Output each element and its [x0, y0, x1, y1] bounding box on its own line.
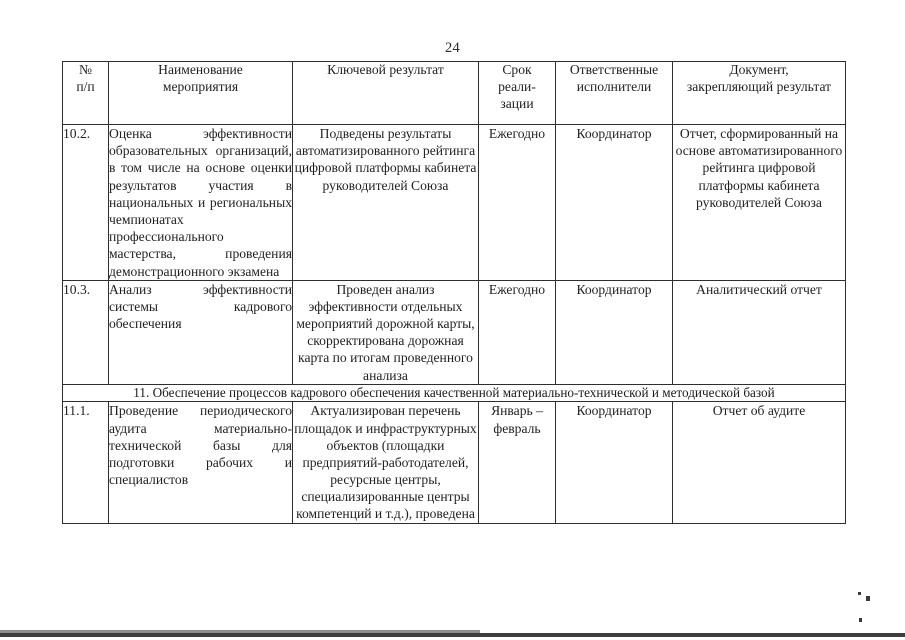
column-header-number-line1: № [79, 62, 92, 77]
column-header-key-result: Ключевой результат [292, 61, 479, 125]
row-event: Проведение периодического аудита материа… [108, 401, 293, 524]
scan-artifact [859, 618, 862, 622]
section-title: 11. Обеспечение процессов кадрового обес… [62, 383, 846, 403]
column-header-number: № п/п [62, 61, 109, 125]
page-number: 24 [444, 40, 461, 56]
row-number: 10.3. [62, 279, 109, 385]
row-document: Отчет, сформированный на основе автомати… [672, 124, 846, 281]
column-header-executors-line1: Ответственные [569, 62, 659, 77]
column-header-executors-line2: исполнители [576, 78, 652, 94]
column-header-document-line1: Документ, [729, 62, 789, 77]
column-header-document-line2: закрепляющий результат [686, 78, 832, 94]
table-header-row: № п/п Наименование мероприятия Ключевой … [62, 61, 846, 125]
column-header-key-result-line1: Ключевой результат [327, 62, 444, 77]
column-header-term-line2: реали- [498, 78, 536, 94]
row-term: Ежегодно [478, 124, 556, 281]
scan-edge [0, 633, 905, 637]
row-executor: Координатор [555, 279, 673, 385]
row-event: Оценка эффективности образовательных орг… [108, 124, 293, 281]
column-header-document: Документ, закрепляющий результат [672, 61, 846, 125]
column-header-event-line1: Наименование [158, 62, 243, 77]
row-key-result: Проведен анализ эффективности отдельных … [292, 279, 479, 385]
row-term: Ежегодно [478, 279, 556, 385]
scan-artifact [858, 592, 861, 595]
column-header-number-line2: п/п [76, 78, 95, 94]
scan-artifact [866, 596, 870, 601]
table-row: 10.3. Анализ эффективности системы кадро… [62, 279, 846, 385]
row-executor: Координатор [555, 124, 673, 281]
column-header-term-line1: Срок [502, 62, 532, 77]
row-number: 10.2. [62, 124, 109, 281]
column-header-event-line2: мероприятия [162, 78, 239, 94]
row-document: Отчет об аудите [672, 401, 846, 524]
row-number: 11.1. [62, 401, 109, 524]
column-header-executors: Ответственные исполнители [555, 61, 673, 125]
row-key-result: Подведены результаты автоматизированного… [292, 124, 479, 281]
roadmap-table: № п/п Наименование мероприятия Ключевой … [62, 61, 846, 524]
row-key-result: Актуализирован перечень площадок и инфра… [292, 401, 479, 524]
row-executor: Координатор [555, 401, 673, 524]
row-event: Анализ эффективности системы кадрового о… [108, 279, 293, 385]
roadmap-table-container: № п/п Наименование мероприятия Ключевой … [62, 61, 846, 524]
column-header-term-line3: зации [500, 95, 534, 111]
table-row: 10.2. Оценка эффективности образовательн… [62, 124, 846, 281]
column-header-event: Наименование мероприятия [108, 61, 293, 125]
table-section-row: 11. Обеспечение процессов кадрового обес… [62, 383, 846, 403]
scan-edge-shadow [0, 630, 480, 633]
table-row: 11.1. Проведение периодического аудита м… [62, 401, 846, 524]
row-document: Аналитический отчет [672, 279, 846, 385]
row-term: Январь – февраль [478, 401, 556, 524]
column-header-term: Срок реали- зации [478, 61, 556, 125]
